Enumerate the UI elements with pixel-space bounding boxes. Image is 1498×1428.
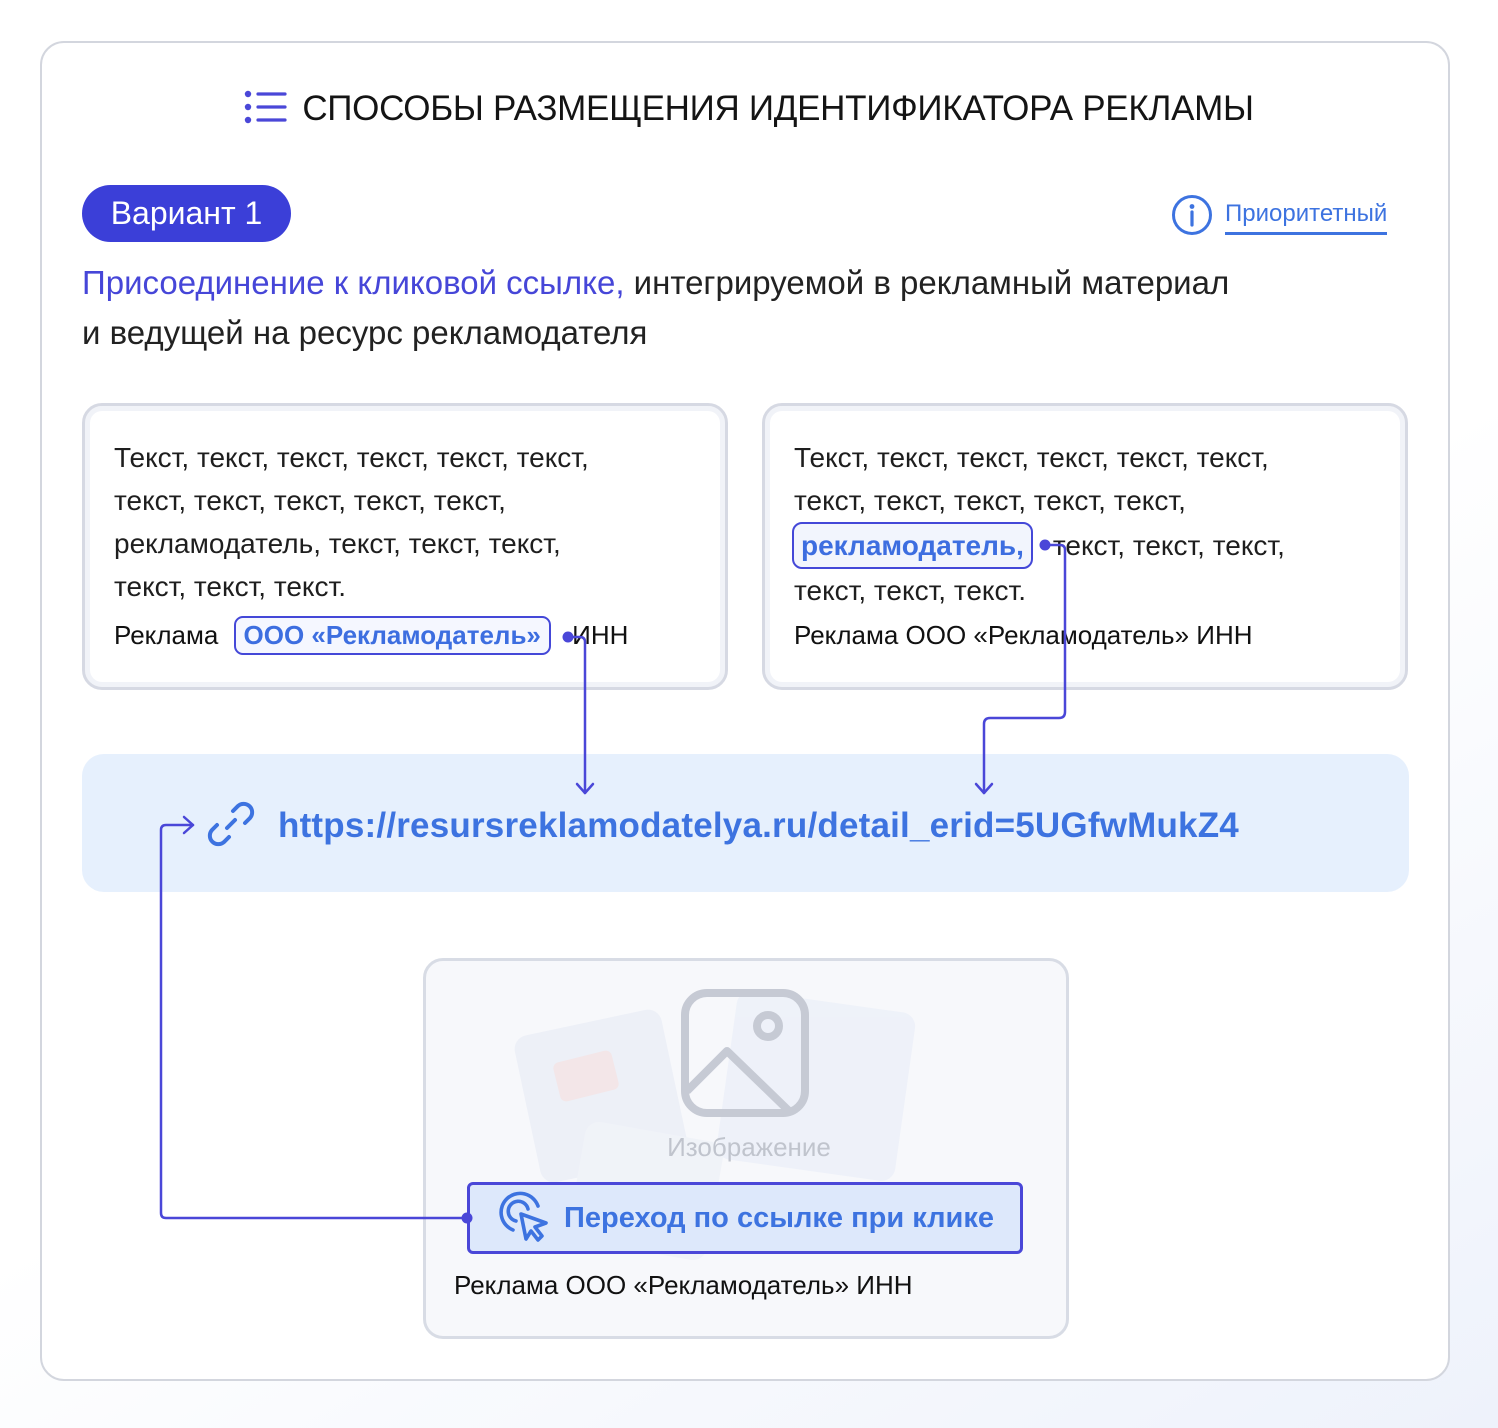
ad-suffix: ИНН bbox=[572, 620, 629, 650]
tracking-url[interactable]: https://resursreklamodatelya.ru/detail_e… bbox=[278, 806, 1239, 845]
card-left-ad-line: Реклама ООО «Рекламодатель» ИНН bbox=[114, 616, 628, 655]
card-left-line: Текст, текст, текст, текст, текст, текст… bbox=[114, 442, 589, 473]
priority-label[interactable]: Приоритетный bbox=[1225, 200, 1388, 236]
info-icon bbox=[1171, 194, 1213, 241]
priority-indicator[interactable]: Приоритетный bbox=[1171, 194, 1388, 241]
card-left-line: рекламодатель, текст, текст, текст, bbox=[114, 528, 561, 559]
page-title: СПОСОБЫ РАЗМЕЩЕНИЯ ИДЕНТИФИКАТОРА РЕКЛАМ… bbox=[302, 89, 1254, 128]
variant-description: Присоединение к кликовой ссылке, интегри… bbox=[82, 258, 1412, 358]
image-caption: Изображение bbox=[667, 1132, 831, 1162]
card-right-line: текст, текст, текст. bbox=[794, 575, 1026, 606]
card-right-line3: рекламодатель, текст, текст, текст, bbox=[792, 522, 1285, 569]
list-icon bbox=[244, 90, 288, 129]
card-right-line: текст, текст, текст, текст, текст, bbox=[794, 485, 1186, 516]
description-highlight: Присоединение к кликовой ссылке, bbox=[82, 264, 625, 301]
card-right-ad-line: Реклама ООО «Рекламодатель» ИНН bbox=[794, 620, 1253, 650]
title-row: СПОСОБЫ РАЗМЕЩЕНИЯ ИДЕНТИФИКАТОРА РЕКЛАМ… bbox=[0, 89, 1498, 129]
click-cursor-icon bbox=[496, 1189, 550, 1248]
link-icon bbox=[203, 796, 259, 857]
advertiser-link[interactable]: рекламодатель, bbox=[792, 522, 1033, 569]
image-ad-line: Реклама ООО «Рекламодатель» ИНН bbox=[454, 1270, 913, 1300]
ad-company-link[interactable]: ООО «Рекламодатель» bbox=[233, 616, 551, 655]
description-rest: интегрируемой в рекламный материал bbox=[624, 264, 1230, 301]
variant-badge: Вариант 1 bbox=[82, 185, 291, 242]
description-line2: и ведущей на ресурс рекламодателя bbox=[82, 314, 648, 351]
card-right-body: Текст, текст, текст, текст, текст, текст… bbox=[792, 436, 1285, 612]
card-right-line: Текст, текст, текст, текст, текст, текст… bbox=[794, 442, 1269, 473]
click-through-button[interactable]: Переход по ссылке при клике bbox=[467, 1182, 1023, 1254]
card-left-body: Текст, текст, текст, текст, текст, текст… bbox=[114, 436, 589, 608]
card-right-line3-rest: текст, текст, текст, bbox=[1052, 530, 1285, 561]
click-through-label[interactable]: Переход по ссылке при клике bbox=[564, 1201, 994, 1234]
image-placeholder-icon bbox=[681, 989, 809, 1122]
card-left-line: текст, текст, текст, текст, текст, bbox=[114, 485, 506, 516]
card-left-line: текст, текст, текст. bbox=[114, 571, 346, 602]
ad-prefix: Реклама bbox=[114, 620, 219, 650]
